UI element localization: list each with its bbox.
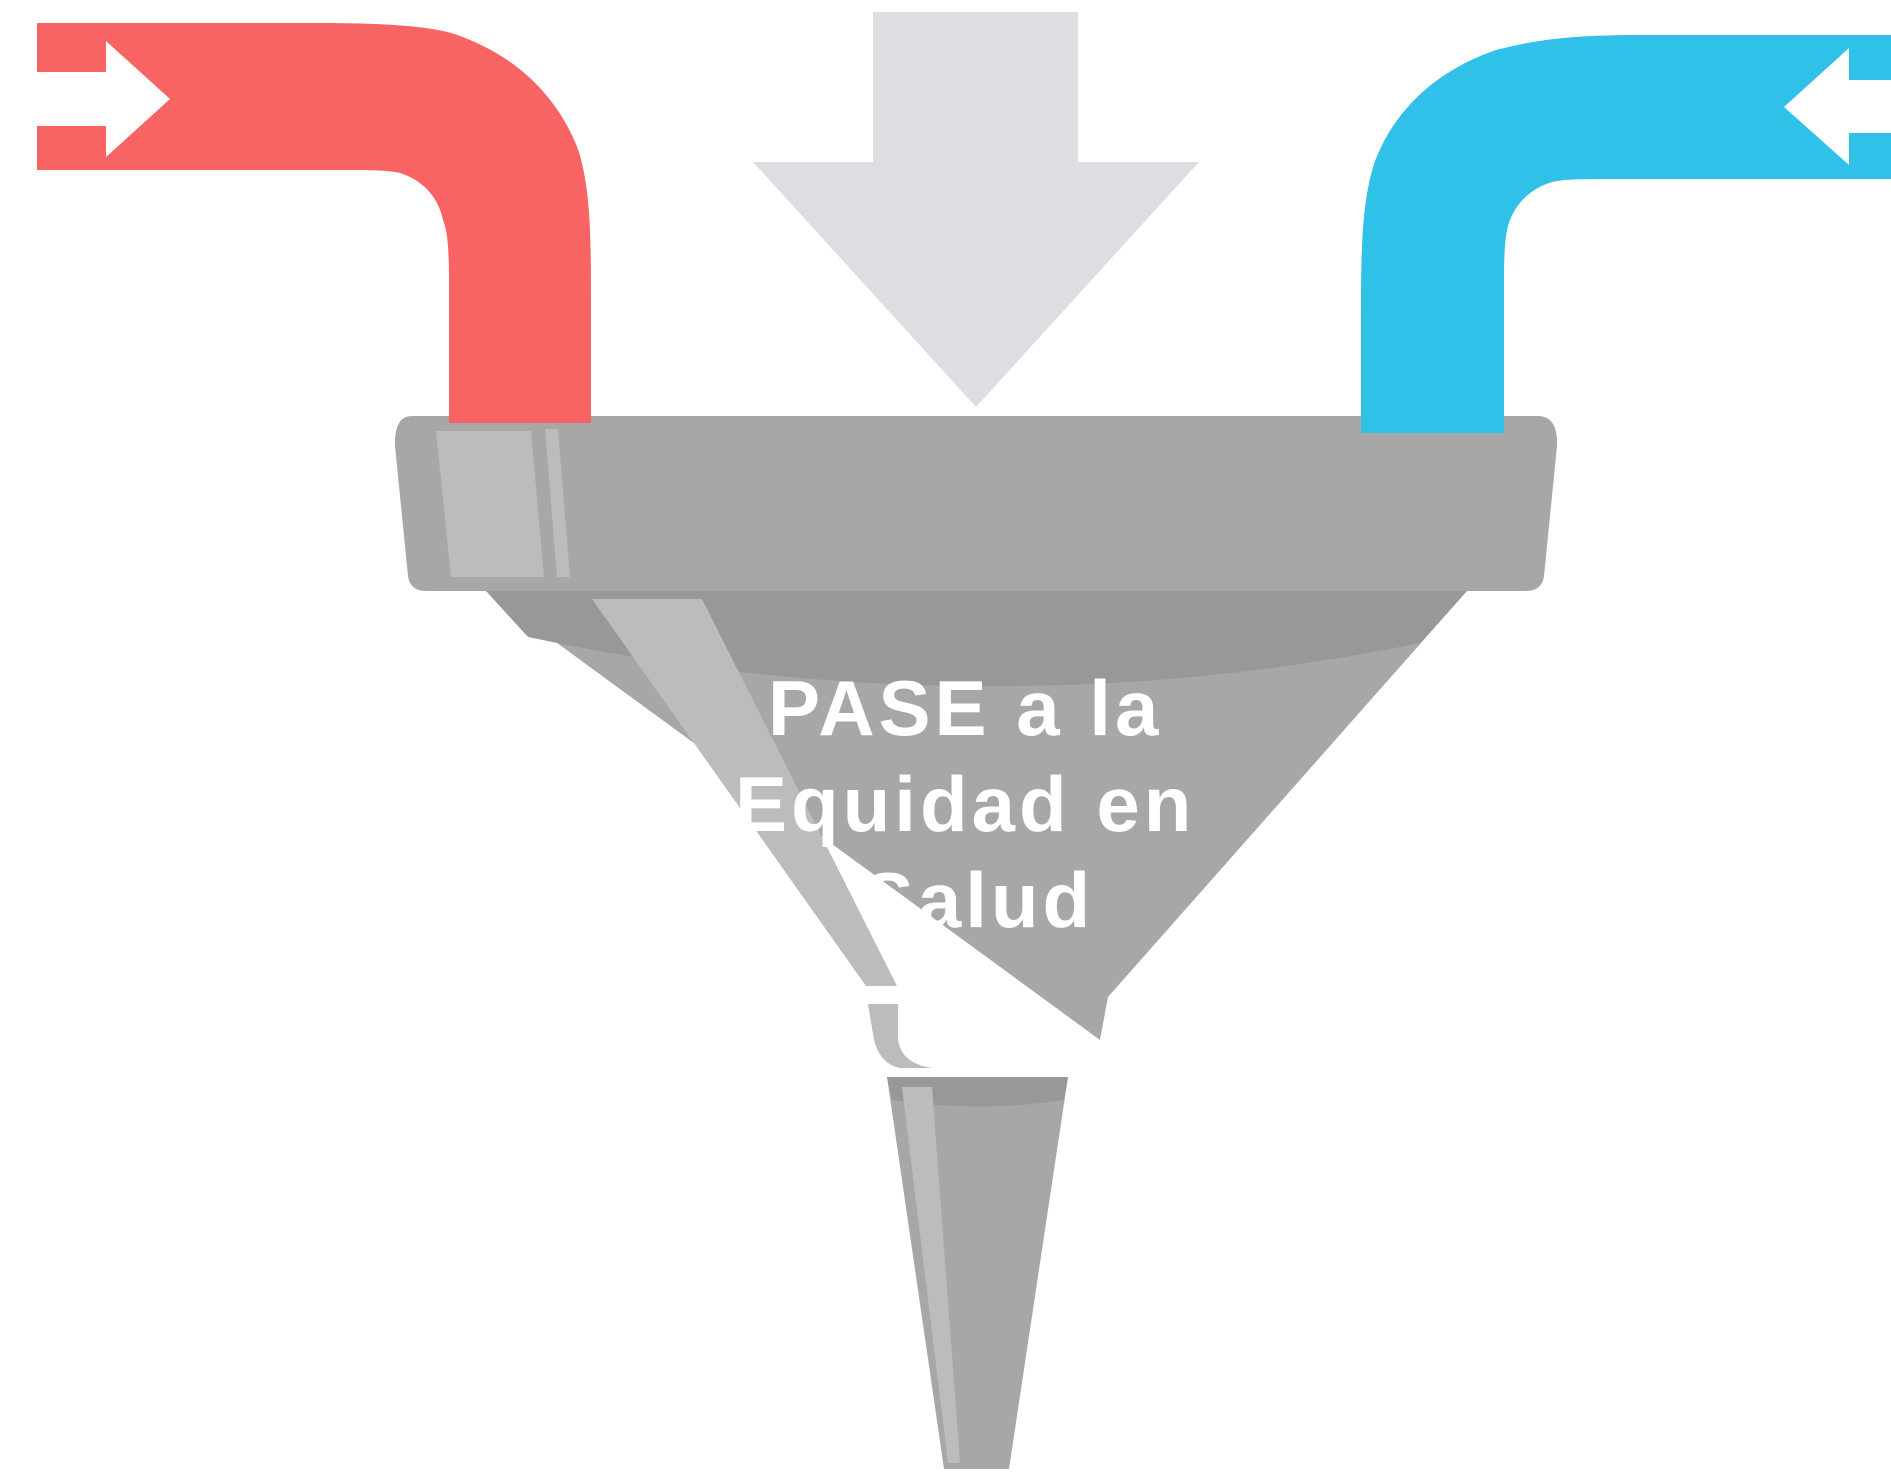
left-pipe bbox=[37, 23, 591, 423]
spout-highlight bbox=[902, 1087, 960, 1463]
neck-highlight bbox=[868, 1004, 932, 1068]
arrow-down-icon bbox=[753, 12, 1199, 407]
rim-highlight-narrow bbox=[545, 429, 570, 577]
funnel-label-line-1: PASE a la bbox=[768, 664, 1162, 752]
funnel-label-line-3: Salud bbox=[862, 856, 1094, 944]
right-pipe bbox=[1361, 35, 1891, 433]
funnel-label-line-2: Equidad en bbox=[735, 760, 1195, 848]
funnel-label: PASE a la Equidad en Salud bbox=[735, 664, 1221, 944]
arrow-left-icon bbox=[1784, 48, 1891, 165]
arrow-right-icon bbox=[37, 41, 170, 157]
cone-highlight-streak bbox=[592, 599, 897, 986]
rim-highlight-wide bbox=[436, 431, 544, 577]
funnel-rim bbox=[394, 416, 1558, 591]
